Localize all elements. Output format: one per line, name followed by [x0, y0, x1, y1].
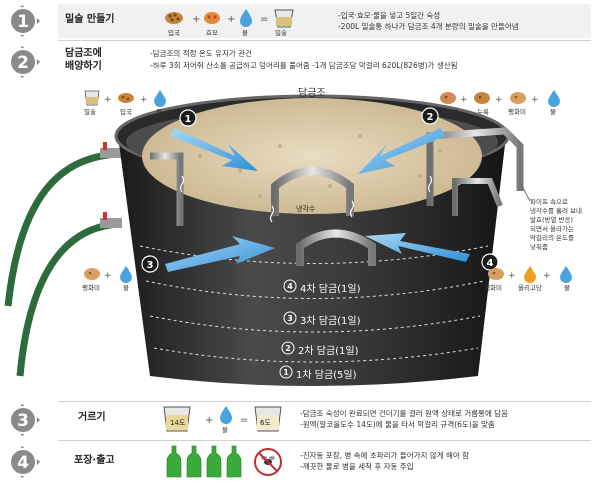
step3-number: 3	[17, 411, 29, 431]
valve-upper-icon	[103, 142, 107, 150]
separator-1	[58, 40, 591, 41]
step3-dilution-icons: + =	[163, 406, 282, 432]
arrow-num-2: 2	[427, 112, 434, 123]
step1-desc-2: -200L 밀술통 하나가 담금조 4개 분량의 밀술을 만들어냄	[338, 22, 519, 31]
input-arrow-4	[365, 233, 470, 262]
step4-number-badge: 4	[9, 446, 40, 478]
input-2-puffed-rice: 팽화미	[508, 108, 526, 116]
step1-desc-1: -입국·효모·물을 넣고 5일간 숙성	[338, 11, 441, 20]
cooling-pipe-right	[426, 127, 524, 206]
step3-desc-1: -담금조 숙성이 완료되면 건더기를 걸러 원액 상태로 거름통에 담음	[300, 409, 509, 418]
svg-text:+: +	[104, 271, 112, 281]
step1-ingredients: + + =	[165, 9, 294, 28]
mash-bucket-icon	[274, 9, 294, 28]
step2-title-line1: 담금조에	[65, 48, 102, 59]
step2-desc-1: -담금조의 적정 온도 유지가 관건	[150, 49, 252, 58]
heat-waves	[179, 175, 433, 223]
step1-title: 밀술 만들기	[65, 14, 115, 25]
step4-desc-1: -진자동 포장, 병 속에 초파리가 들어가지 않게 해야 함	[300, 451, 470, 460]
layer-label-1: 1차 담금(5일)	[296, 370, 357, 381]
step2-desc-2: -하루 3회 저어줘 산소를 공급하고 덩어리를 풀어줌 -1개 담금조당 막걸…	[150, 61, 458, 70]
step4-desc-2: -깨끗한 물로 병을 세척 후 자동 주입	[300, 462, 414, 471]
step1-item-3: 물	[242, 29, 248, 37]
layer-num-2: 2	[285, 344, 291, 353]
valve-lower-icon	[103, 212, 107, 220]
tank-title: 담금조	[298, 88, 326, 99]
step3-strength-before: 14도	[170, 419, 186, 427]
inputs-3-icons: +	[84, 266, 132, 283]
input-arrow-1	[170, 128, 258, 171]
layer-label-4: 4차 담금(1일)	[300, 284, 361, 295]
input-1-water: 물	[156, 108, 162, 116]
layer-label-3: 3차 담금(1일)	[300, 316, 361, 327]
grain-icon	[165, 12, 183, 24]
yeast-icon	[204, 12, 220, 24]
layer-num-1: 1	[283, 368, 289, 377]
svg-text:+: +	[460, 95, 468, 105]
step1-number: 1	[17, 12, 29, 32]
water-drop-icon	[240, 9, 252, 27]
step3-desc-2: -원액(알코올도수 14도)에 물을 타서 막걸리 규격(6도)을 맞춤	[300, 420, 495, 429]
input-4-water: 물	[564, 284, 570, 292]
step1-item-1: 입국	[168, 29, 180, 37]
separator-2	[58, 401, 591, 402]
svg-text:+: +	[531, 95, 539, 105]
inputs-2-icons: + + +	[440, 90, 560, 107]
step4-bottles-icon	[166, 445, 282, 478]
svg-text:=: =	[240, 415, 248, 426]
input-4-oligosaccharide: 올리고당	[518, 284, 542, 292]
input-2-nuruk: 누룩	[477, 108, 489, 116]
step1-number-badge: 1	[9, 5, 40, 37]
step3-title: 거르기	[78, 412, 106, 423]
arrow-num-3: 3	[147, 260, 154, 271]
step1-item-2: 효모	[206, 29, 218, 37]
cooling-water-label: 냉각수	[296, 205, 316, 213]
step3-number-badge: 3	[9, 404, 40, 436]
cooling-pipe-left	[150, 152, 184, 226]
rice-surface	[142, 98, 482, 214]
input-arrow-3	[165, 236, 275, 272]
input-1-koji: 입국	[120, 108, 132, 116]
layer-num-3: 3	[287, 314, 293, 323]
no-fruit-fly-icon	[254, 448, 282, 476]
step4-title: 포장·출고	[74, 455, 115, 466]
pipe-note: 파이프 속으로 냉각수를 흘려 보내 발효(방열 반응) 되면서 올라가는 막걸…	[530, 198, 582, 251]
svg-text:+: +	[495, 95, 503, 105]
input-3-puffed-rice: 팽화미	[82, 284, 100, 292]
svg-text:+: +	[227, 14, 235, 25]
step2-number-badge: 2	[9, 46, 40, 78]
hose-lower	[16, 220, 121, 377]
input-2-water: 물	[550, 108, 556, 116]
svg-text:+: +	[104, 95, 112, 105]
separator-3	[58, 440, 591, 441]
arrow-num-4: 4	[487, 258, 494, 269]
arrow-num-1: 1	[185, 114, 192, 125]
layer-num-4: 4	[287, 282, 293, 291]
step1-band	[58, 4, 591, 38]
svg-text:+: +	[192, 14, 200, 25]
svg-text:+: +	[508, 271, 516, 281]
input-1-mash: 밀술	[84, 108, 96, 116]
step2-title-line2: 배양하기	[65, 61, 102, 72]
inputs-1-icons: + +	[84, 90, 166, 107]
svg-text:=: =	[260, 14, 268, 25]
step3-strength-after: 6도	[260, 419, 271, 427]
svg-text:+: +	[140, 95, 148, 105]
fermentation-tank-diagram: 1 2 3 4 4 3 2 1	[4, 94, 531, 386]
svg-text:+: +	[205, 415, 213, 426]
layer-label-2: 2차 담금(1일)	[298, 346, 359, 357]
inputs-4-icons: + +	[488, 266, 572, 283]
cooling-pipe-front	[296, 229, 376, 266]
step2-number: 2	[17, 53, 29, 73]
step4-number: 4	[17, 453, 29, 473]
step3-water-label: 물	[222, 426, 228, 434]
svg-text:+: +	[543, 271, 551, 281]
input-arrow-2	[358, 128, 446, 174]
input-3-water: 물	[123, 284, 129, 292]
cooling-pipe-center	[271, 167, 354, 216]
input-4-puffed-rice: 팽화미	[484, 284, 502, 292]
input-2-rice: 고두밥	[440, 108, 458, 116]
hose-upper	[4, 150, 121, 307]
step1-item-4: 밀술	[275, 29, 287, 37]
